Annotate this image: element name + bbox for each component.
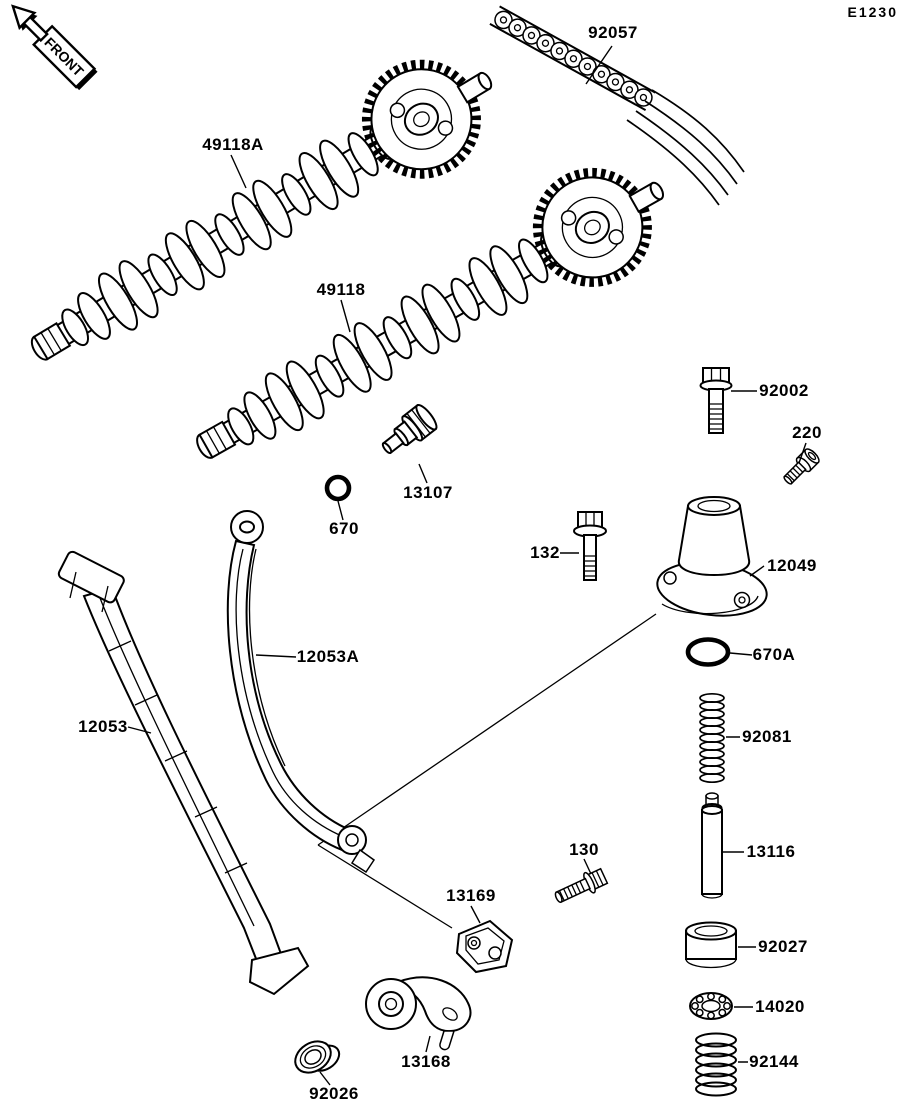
camshaft-upper-drawing [7,31,518,398]
bolt-small-drawing [554,867,609,904]
part-label-chain-guide-rear: 12053A [296,647,360,666]
spacer-bushing-drawing [294,1040,341,1074]
part-label-o-ring-a: 670A [752,645,796,664]
part-label-tensioner-assy: 12049 [767,556,817,575]
part-label-spacer-bushing: 92026 [309,1084,359,1103]
leader-lines [127,45,807,1086]
part-label-plate-stopper: 13169 [446,886,496,905]
spring-coil-drawing [695,1032,737,1097]
part-label-spring-coil: 92144 [749,1052,799,1071]
collar-drawing [685,921,737,969]
part-label-collar: 92027 [758,937,808,956]
assembly-lines [317,613,657,929]
o-ring-drawing [324,474,352,502]
cam-chain-icon [489,5,745,206]
washer-castle-drawing [689,992,733,1020]
chain-guide-rear-drawing [226,510,376,874]
screw-drawing [783,448,820,485]
part-label-camshaft-upper: 49118A [202,135,264,154]
part-label-screw: 220 [792,423,822,442]
part-label-rod-tensioner: 13116 [746,842,796,861]
bolt-cap-drawing [699,367,733,434]
chain-guide-front-drawing [57,550,310,996]
front-marker: FRONT [11,4,98,91]
rod-tensioner-drawing [701,792,723,899]
part-label-bolt-flanged: 132 [530,543,560,562]
o-ring-a-drawing [685,637,731,667]
part-label-chain-guide-front: 12053 [78,717,128,736]
part-label-bolt-small: 130 [569,840,599,859]
part-label-shaft-tensioner: 13107 [403,483,453,502]
shaft-tensioner-drawing [381,404,438,455]
part-label-lever-tensioner: 13168 [401,1052,451,1071]
tensioner-body-drawing [656,496,768,617]
plate-stopper-drawing [455,919,514,974]
part-label-cam-chain: 92057 [588,23,638,42]
part-label-camshaft-lower: 49118 [316,280,366,299]
part-label-washer-castle: 14020 [755,997,805,1016]
camshaft-lower-drawing [173,141,688,498]
part-label-spring-tensioner: 92081 [742,727,792,746]
part-label-bolt-cap: 92002 [759,381,809,400]
part-label-o-ring: 670 [329,519,359,538]
diagram-code: E1230 [847,4,898,20]
spring-tensioner-drawing [699,692,725,784]
bolt-flanged-drawing [573,511,607,581]
lever-tensioner-drawing [365,976,472,1051]
